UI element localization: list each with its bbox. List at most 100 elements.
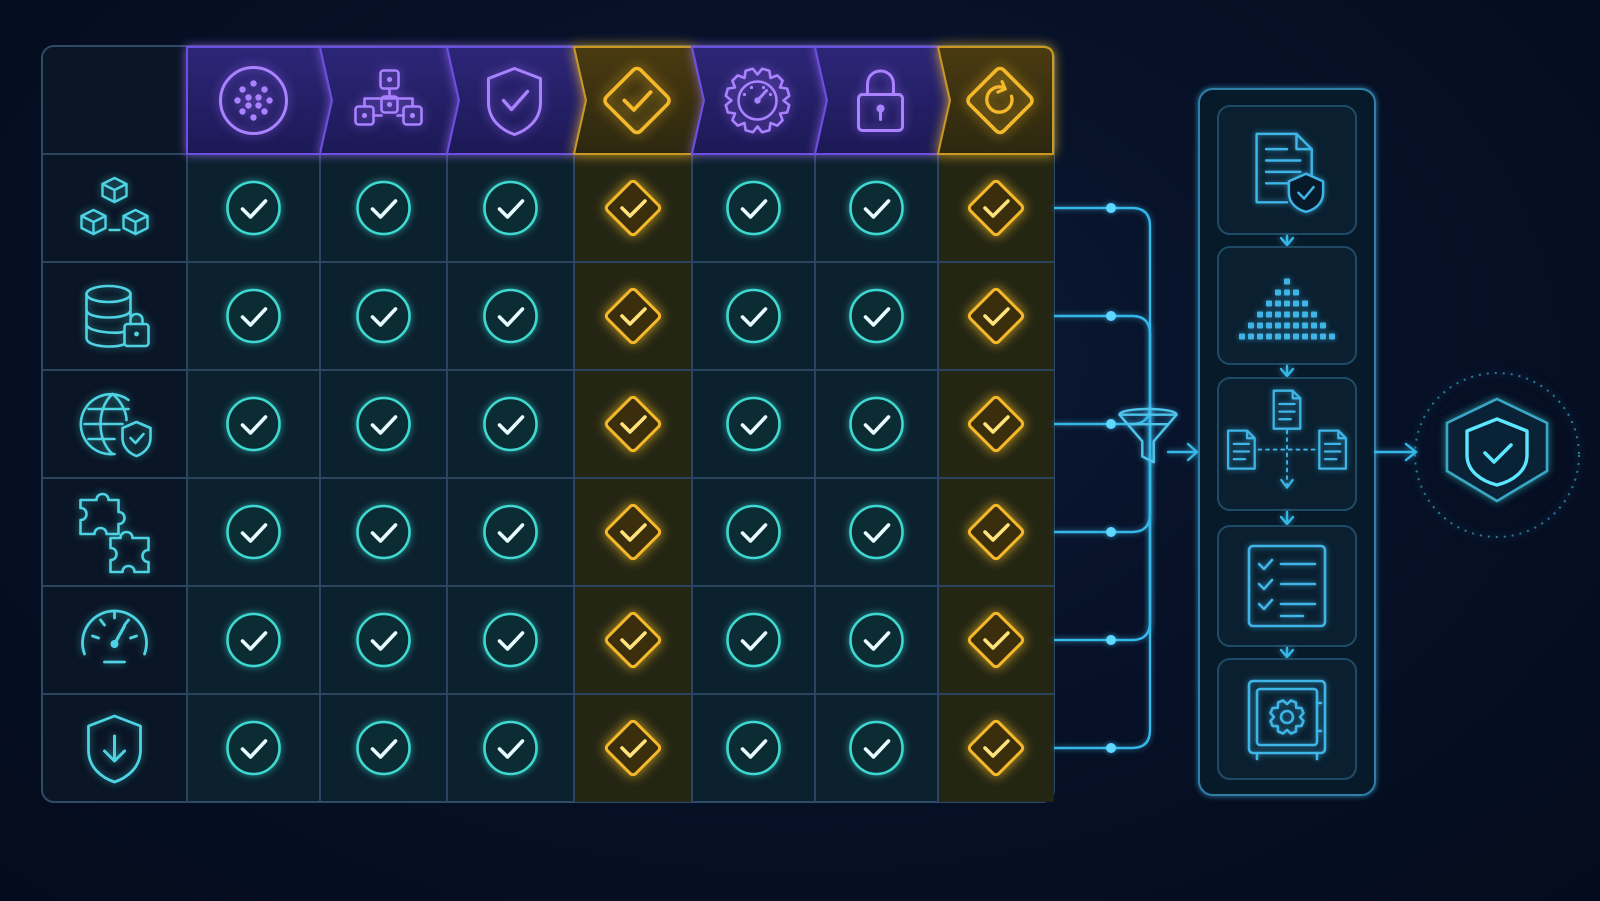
matrix-cell xyxy=(321,263,446,369)
matrix-cell xyxy=(321,587,446,693)
matrix-cell xyxy=(188,371,319,477)
matrix-cell xyxy=(816,587,937,693)
matrix-cell xyxy=(188,479,319,585)
diamond-refresh-icon xyxy=(966,66,1034,135)
pipeline-stage xyxy=(1217,525,1357,659)
pipeline-arrow xyxy=(1279,646,1295,659)
pipeline-panel xyxy=(1198,88,1418,796)
connector-lines xyxy=(1054,203,1199,753)
funnel-arrow xyxy=(1166,442,1199,462)
database-lock-icon xyxy=(85,284,150,348)
matrix-header xyxy=(186,46,1054,155)
matrix-cell xyxy=(693,263,814,369)
row-header xyxy=(79,492,150,574)
connector-line xyxy=(1054,424,1152,537)
check-circle-icon xyxy=(226,288,281,344)
matrix-cell xyxy=(321,695,446,801)
matrix-cell xyxy=(693,371,814,477)
check-diamond-icon xyxy=(967,287,1025,345)
matrix-cell xyxy=(321,155,446,261)
check-circle-icon xyxy=(226,504,281,560)
check-circle-icon xyxy=(849,396,904,452)
check-circle-icon xyxy=(726,180,781,236)
check-circle-icon xyxy=(726,396,781,452)
connector-line xyxy=(1054,424,1152,645)
matrix-cell xyxy=(816,155,937,261)
matrix-cells xyxy=(42,46,1054,802)
matrix-cell xyxy=(575,263,691,369)
check-circle-icon xyxy=(726,288,781,344)
check-circle-icon xyxy=(483,612,538,668)
matrix-cell xyxy=(575,695,691,801)
matrix-cell xyxy=(188,695,319,801)
check-circle-icon xyxy=(356,180,411,236)
check-circle-icon xyxy=(356,288,411,344)
column-header xyxy=(813,46,952,155)
check-diamond-icon xyxy=(967,611,1025,669)
column-header xyxy=(186,46,334,155)
connector-node xyxy=(1106,635,1116,645)
check-circle-icon xyxy=(849,504,904,560)
result-arrow xyxy=(1373,442,1418,462)
pipeline-arrow xyxy=(1279,234,1295,247)
pipeline-stage xyxy=(1217,658,1357,780)
matrix-cell xyxy=(693,695,814,801)
result-badge xyxy=(1414,372,1580,538)
pipeline-stages xyxy=(1217,105,1357,780)
matrix-cell xyxy=(448,155,573,261)
connector-line xyxy=(1054,424,1152,753)
dot-pyramid-icon xyxy=(1239,278,1335,340)
pipeline-stage xyxy=(1217,246,1357,378)
pipeline-arrow xyxy=(1279,510,1295,526)
hierarchy-diagram-icon xyxy=(354,69,423,126)
matrix-cell xyxy=(939,263,1053,369)
check-circle-icon xyxy=(226,612,281,668)
document-split-icon xyxy=(1226,389,1348,489)
matrix-cell xyxy=(575,155,691,261)
check-circle-icon xyxy=(356,396,411,452)
gear-gauge-icon xyxy=(724,67,791,134)
connector-node xyxy=(1106,311,1116,321)
funnel-icon xyxy=(1118,407,1178,464)
matrix-cell xyxy=(188,263,319,369)
check-diamond-icon xyxy=(967,179,1025,237)
column-header xyxy=(936,46,1054,155)
matrix-cell xyxy=(939,695,1053,801)
matrix-cell xyxy=(939,479,1053,585)
matrix-cell xyxy=(188,155,319,261)
connector-line xyxy=(1054,311,1152,424)
compliance-matrix xyxy=(41,45,1055,803)
matrix-cell xyxy=(693,155,814,261)
matrix-cell xyxy=(321,479,446,585)
connector-node xyxy=(1106,419,1116,429)
connector-line xyxy=(1054,203,1152,424)
matrix-row-headers xyxy=(79,176,152,784)
pipeline-stage xyxy=(1217,377,1357,526)
check-diamond-icon xyxy=(604,611,662,669)
check-diamond-icon xyxy=(967,719,1025,777)
matrix-cell xyxy=(188,587,319,693)
check-circle-icon xyxy=(226,720,281,776)
puzzle-pieces-icon xyxy=(79,492,150,574)
check-circle-icon xyxy=(356,720,411,776)
matrix-cell xyxy=(448,479,573,585)
matrix-cell xyxy=(575,587,691,693)
row-header xyxy=(81,609,148,664)
connector-node xyxy=(1106,527,1116,537)
shield-check-badge-icon xyxy=(1414,372,1580,538)
matrix-cell xyxy=(448,587,573,693)
checklist-icon xyxy=(1247,544,1327,628)
check-circle-icon xyxy=(849,180,904,236)
matrix-cell xyxy=(693,479,814,585)
connector-node xyxy=(1106,203,1116,213)
matrix-cell xyxy=(939,371,1053,477)
matrix-cell xyxy=(448,695,573,801)
matrix-cell xyxy=(816,695,937,801)
matrix-cell xyxy=(816,371,937,477)
matrix-cell xyxy=(939,155,1053,261)
matrix-cell xyxy=(939,587,1053,693)
check-diamond-icon xyxy=(604,179,662,237)
check-circle-icon xyxy=(483,180,538,236)
matrix-cell xyxy=(575,479,691,585)
